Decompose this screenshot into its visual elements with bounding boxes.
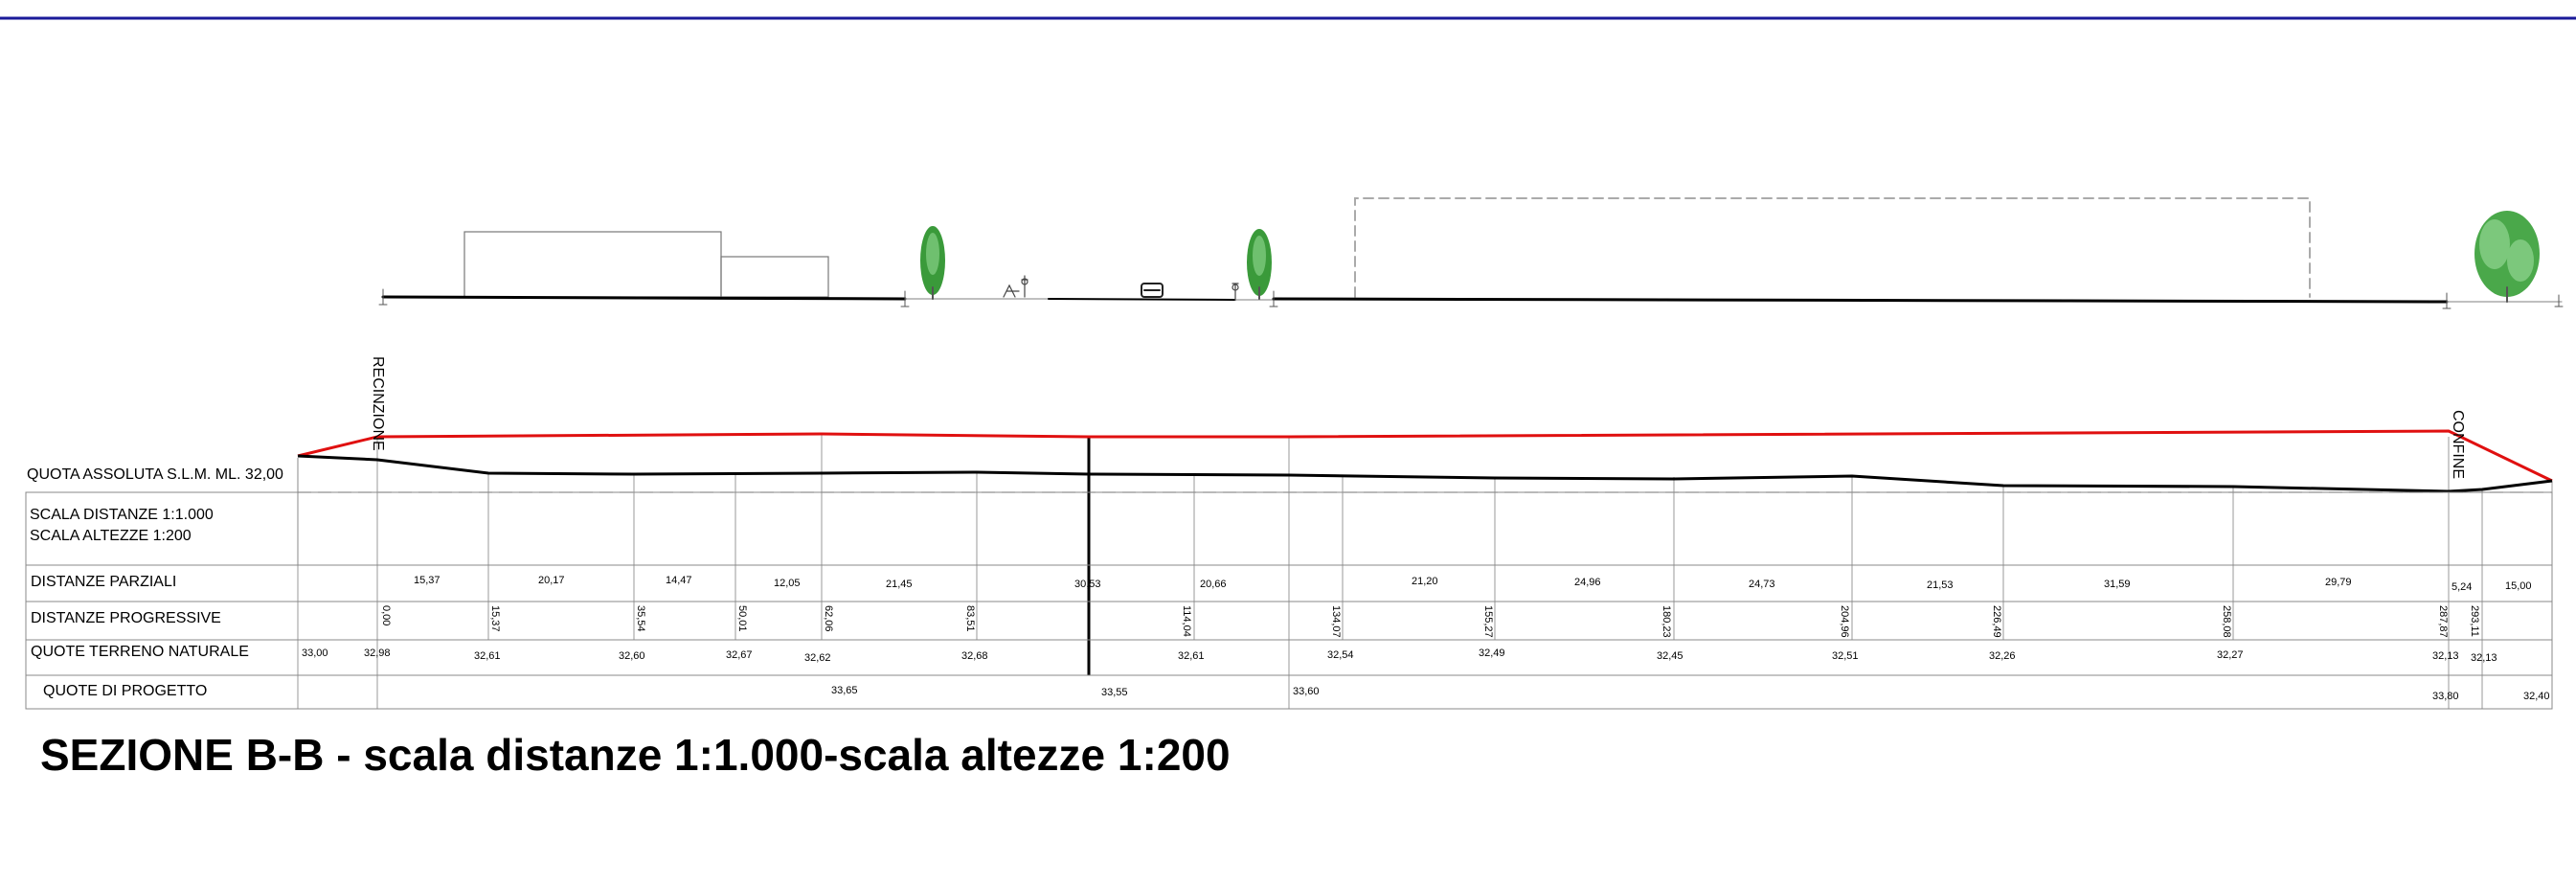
profile-table: QUOTA ASSOLUTA S.L.M. ML. 32,00 SCALA DI… (25, 458, 2553, 710)
progressive-distance-value: 180,23 (1661, 605, 1672, 638)
partial-distance-value: 29,79 (2325, 577, 2352, 588)
ground-line (381, 295, 907, 301)
progressive-distance-value: 0,00 (380, 605, 392, 625)
confine-label: CONFINE (2450, 410, 2466, 479)
terrain-elevation-value: 32,13 (2432, 650, 2459, 662)
recinzione-label: RECINZIONE (370, 356, 386, 451)
car-icon (1141, 283, 1164, 298)
scala-altezze-label: SCALA ALTEZZE 1:200 (30, 528, 192, 544)
partial-distance-value: 14,47 (666, 575, 692, 586)
tree-icon (1247, 229, 1272, 300)
partial-distance-value: 5,24 (2452, 581, 2472, 593)
progressive-distance-value: 155,27 (1482, 605, 1494, 638)
bench-icon (1232, 283, 1239, 300)
terrain-elevation-value: 32,49 (1479, 647, 1505, 659)
terrain-elevation-value: 32,61 (1178, 650, 1205, 662)
bench-icon (1003, 275, 1028, 298)
partial-distance-value: 21,20 (1412, 576, 1438, 587)
design-elevation-value: 32,40 (2523, 691, 2550, 702)
terrain-elevation-value: 32,51 (1832, 650, 1859, 662)
terrain-elevation-value: 32,45 (1657, 650, 1683, 662)
row-label-quote-terreno: QUOTE TERRENO NATURALE (31, 644, 249, 660)
terrain-elevation-value: 32,60 (619, 650, 645, 662)
ground-line (1272, 297, 2449, 304)
terrain-elevation-value: 32,67 (726, 649, 753, 661)
row-label-distanze-parziali: DISTANZE PARZIALI (31, 574, 176, 590)
partial-distance-value: 12,05 (774, 578, 801, 589)
partial-distance-value: 15,37 (414, 575, 441, 586)
tree-icon (920, 226, 945, 300)
partial-distance-value: 21,53 (1927, 579, 1954, 591)
progressive-distance-value: 226,49 (1991, 605, 2002, 638)
progressive-distance-value: 83,51 (964, 605, 976, 632)
terrain-elevation-value: 32,98 (364, 647, 391, 659)
progressive-distance-value: 50,01 (736, 605, 748, 632)
dashed-building-outline (1354, 197, 2311, 298)
building-annex-outline (720, 256, 829, 298)
partial-distance-value: 15,00 (2505, 580, 2532, 592)
progressive-distance-value: 62,06 (823, 605, 834, 632)
terrain-elevation-value: 32,62 (804, 652, 831, 664)
elevation-view (378, 197, 2564, 309)
progressive-distance-value: 287,87 (2437, 605, 2449, 638)
partial-distance-value: 24,96 (1574, 577, 1601, 588)
partial-distance-value: 30,53 (1074, 579, 1101, 590)
partial-distance-value: 21,45 (886, 579, 913, 590)
terrain-profile (297, 454, 2553, 493)
progressive-distance-value: 15,37 (489, 605, 501, 632)
terrain-elevation-value: 32,27 (2217, 649, 2244, 661)
row-label-quote-progetto: QUOTE DI PROGETTO (43, 683, 207, 699)
progressive-distances: 0,00 15,37 35,54 50,01 62,06 83,51 114,0… (380, 605, 2480, 638)
survey-marker-icon (378, 288, 2564, 309)
partial-distance-value: 24,73 (1749, 579, 1775, 590)
progressive-distance-value: 204,96 (1839, 605, 1850, 638)
design-elevation-value: 33,60 (1293, 686, 1320, 697)
progressive-distance-value: 35,54 (635, 605, 646, 632)
table-row-lines (26, 564, 2552, 676)
design-elevation-value: 33,80 (2432, 691, 2459, 702)
terrain-elevation-value: 32,68 (961, 650, 988, 662)
row-label-distanze-progressive: DISTANZE PROGRESSIVE (31, 610, 221, 626)
design-profile (297, 429, 2553, 483)
design-elevation-value: 33,55 (1101, 687, 1128, 698)
progressive-distance-value: 134,07 (1330, 605, 1342, 638)
partial-distances: 15,37 20,17 14,47 12,05 21,45 30,53 20,6… (414, 575, 2532, 593)
terrain-elevation-value: 32,61 (474, 650, 501, 662)
terrain-elevation-value: 32,26 (1989, 650, 2016, 662)
quota-assoluta-label: QUOTA ASSOLUTA S.L.M. ML. 32,00 (27, 466, 283, 483)
partial-distance-value: 20,66 (1200, 579, 1227, 590)
terrain-elevations: 33,00 32,98 32,61 32,60 32,67 32,62 32,6… (302, 647, 2497, 664)
section-title: SEZIONE B-B - scala distanze 1:1.000-sca… (40, 730, 1231, 780)
design-elevation-value: 33,65 (831, 685, 858, 696)
progressive-distance-value: 293,11 (2469, 605, 2480, 637)
partial-distance-value: 31,59 (2104, 579, 2131, 590)
tree-icon (2474, 211, 2540, 303)
table-frame (25, 491, 2553, 710)
terrain-elevation-value: 32,13 (2471, 652, 2497, 664)
terrain-elevation-value: 33,00 (302, 647, 328, 659)
progressive-distance-value: 258,08 (2221, 605, 2232, 638)
partial-distance-value: 20,17 (538, 575, 565, 586)
ground-line (1048, 298, 1236, 301)
design-elevations: 33,65 33,55 33,60 33,80 32,40 (831, 685, 2550, 702)
scala-distanze-label: SCALA DISTANZE 1:1.000 (30, 507, 214, 523)
building-outline (463, 231, 722, 298)
progressive-distance-value: 114,04 (1181, 605, 1192, 637)
terrain-elevation-value: 32,54 (1327, 649, 1354, 661)
